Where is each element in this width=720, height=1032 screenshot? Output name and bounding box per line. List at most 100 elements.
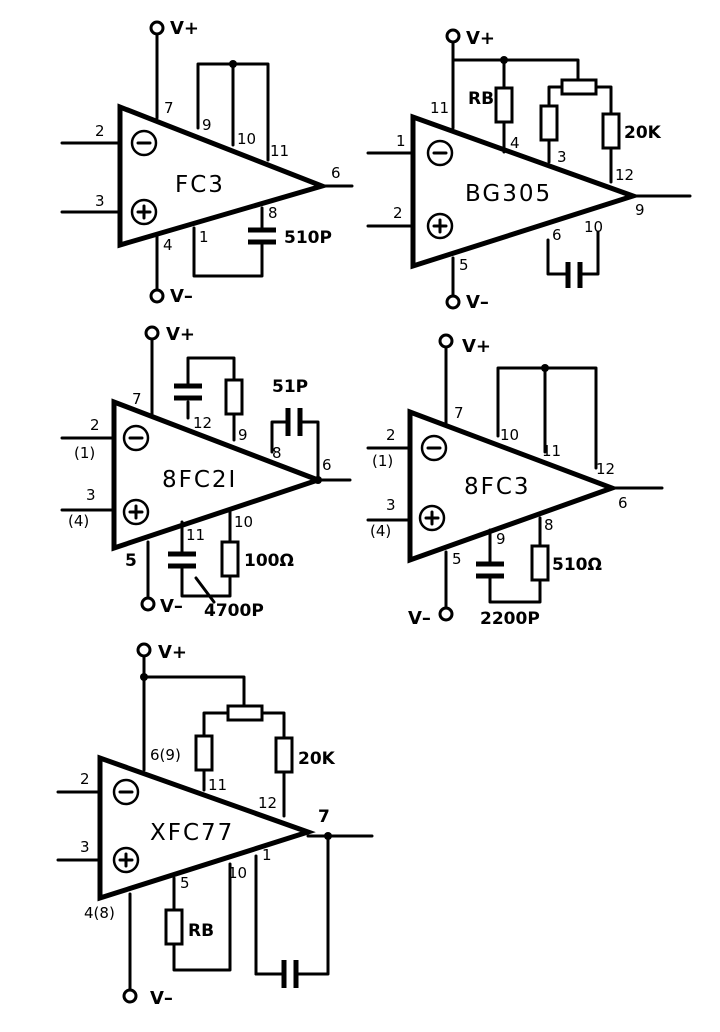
circuit-bg305: V+ V– BG305 1 2 11 5 9 4 3 12 6 10 RB 20… — [366, 28, 692, 313]
circuit-8fc2i: V+ V– 8FC2I 2 (1) 3 (4) 7 5 6 12 9 8 11 … — [60, 324, 352, 621]
amp-name: FC3 — [175, 172, 225, 198]
pot-left-wire — [547, 85, 564, 108]
feedback-wire — [300, 420, 320, 482]
amp-name: XFC77 — [150, 820, 234, 846]
resistor-value: 100Ω — [244, 551, 294, 571]
vminus-terminal — [149, 288, 165, 304]
pin-label-12: 12 — [596, 460, 615, 478]
resistor-rb-label: RB — [188, 921, 214, 941]
vplus-terminal — [149, 20, 165, 36]
bottom-rc-loop — [180, 566, 232, 598]
vminus-terminal — [438, 606, 454, 622]
pin-label-noninv: 3 — [386, 496, 396, 514]
pin-label-out: 6 — [618, 494, 628, 512]
pin-label-10: 10 — [228, 864, 247, 882]
pin-label-5: 5 — [180, 874, 190, 892]
pin-label-noninv: 3 — [80, 838, 90, 856]
pin-label-10: 10 — [237, 130, 256, 148]
pin-label-inv: 1 — [396, 132, 406, 150]
resistor-rb — [164, 908, 184, 946]
pin-label-vplus: 6(9) — [150, 746, 181, 764]
vplus-label: V+ — [462, 336, 491, 357]
capacitor-value: 2200P — [480, 609, 540, 629]
pin-label-11: 11 — [208, 776, 227, 794]
pin-label-4: 4 — [510, 134, 520, 152]
capacitor-bottom-value: 4700P — [204, 601, 264, 621]
resistor-510ohm — [530, 544, 550, 582]
vminus-label: V– — [170, 286, 193, 307]
resistor-rb — [494, 86, 514, 124]
vplus-terminal — [438, 333, 454, 349]
junction-dot — [541, 364, 549, 372]
resistor-20k — [274, 736, 294, 774]
amp-name: BG305 — [465, 181, 552, 207]
vminus-label: V– — [408, 608, 431, 629]
pot-value: 20K — [298, 749, 336, 769]
pin-label-10: 10 — [584, 218, 603, 236]
pin-label-out: 9 — [635, 201, 645, 219]
pin-label-1: 1 — [262, 846, 272, 864]
potentiometer — [226, 704, 264, 722]
vminus-terminal — [445, 294, 461, 310]
pin-label-10: 10 — [234, 513, 253, 531]
vplus-label: V+ — [166, 324, 195, 345]
pin-label-1: 1 — [199, 228, 209, 246]
op-amp-triangle — [410, 113, 641, 270]
amp-name: 8FC2I — [162, 467, 237, 493]
pin-label-8: 8 — [268, 204, 278, 222]
pin-label-vplus: 7 — [164, 99, 174, 117]
pin-label-11: 11 — [270, 142, 289, 160]
pin-label-12: 12 — [258, 794, 277, 812]
vminus-label: V– — [160, 596, 183, 617]
pin-label-noninv-alt: (4) — [370, 522, 391, 540]
pin-label-inv: 2 — [386, 426, 396, 444]
circuit-fc3: V+ V– FC3 2 3 7 4 6 9 10 11 8 1 510P — [60, 18, 354, 307]
pin-label-6: 6 — [552, 226, 562, 244]
cap-right-wire — [296, 834, 330, 976]
pin-label-noninv-alt: (4) — [68, 512, 89, 530]
pin-label-vminus: 5 — [459, 256, 469, 274]
pot-right-wire — [594, 85, 613, 116]
pin-label-vminus: 5 — [125, 551, 137, 571]
capacitor-top-value: 51P — [272, 377, 308, 397]
resistor-value: 510Ω — [552, 555, 602, 575]
pin-label-inv: 2 — [90, 416, 100, 434]
resistor-rb-label: RB — [468, 89, 494, 109]
amp-name: 8FC3 — [464, 474, 531, 500]
pot-value: 20K — [624, 123, 662, 143]
pin-label-9: 9 — [496, 530, 506, 548]
resistor-100ohm — [220, 540, 240, 578]
pin-label-noninv: 3 — [95, 192, 105, 210]
pin-label-vminus: 4 — [163, 236, 173, 254]
resistor-left — [194, 734, 214, 772]
op-amp-triangle — [97, 754, 316, 902]
pin-label-11: 11 — [542, 442, 561, 460]
pin-label-12: 12 — [615, 166, 634, 184]
pin-8-wire — [270, 420, 288, 454]
vplus-bus — [451, 58, 580, 82]
pin-label-vplus: 11 — [430, 99, 449, 117]
pin-label-out: 6 — [322, 456, 332, 474]
pin-label-vminus: 4(8) — [84, 904, 115, 922]
pin-label-out: 6 — [331, 164, 341, 182]
pot-right-wire — [260, 711, 286, 740]
vplus-label: V+ — [158, 642, 187, 663]
pin-label-noninv: 3 — [86, 486, 96, 504]
pin-label-vminus: 5 — [452, 550, 462, 568]
resistor — [224, 378, 244, 416]
vminus-terminal — [140, 596, 156, 612]
pin-label-9: 9 — [238, 426, 248, 444]
pin-label-noninv: 2 — [393, 204, 403, 222]
pot-left-wire — [202, 711, 230, 738]
op-amp-triangle — [407, 408, 620, 564]
potentiometer — [560, 78, 598, 96]
vplus-terminal — [136, 642, 152, 658]
vminus-label: V– — [150, 988, 173, 1009]
leader-line — [194, 576, 216, 604]
pin-1-loop-wire — [192, 226, 264, 278]
pin-label-8: 8 — [272, 444, 282, 462]
pin-label-10: 10 — [500, 426, 519, 444]
pin-label-9: 9 — [202, 116, 212, 134]
rb-loop — [172, 862, 232, 972]
